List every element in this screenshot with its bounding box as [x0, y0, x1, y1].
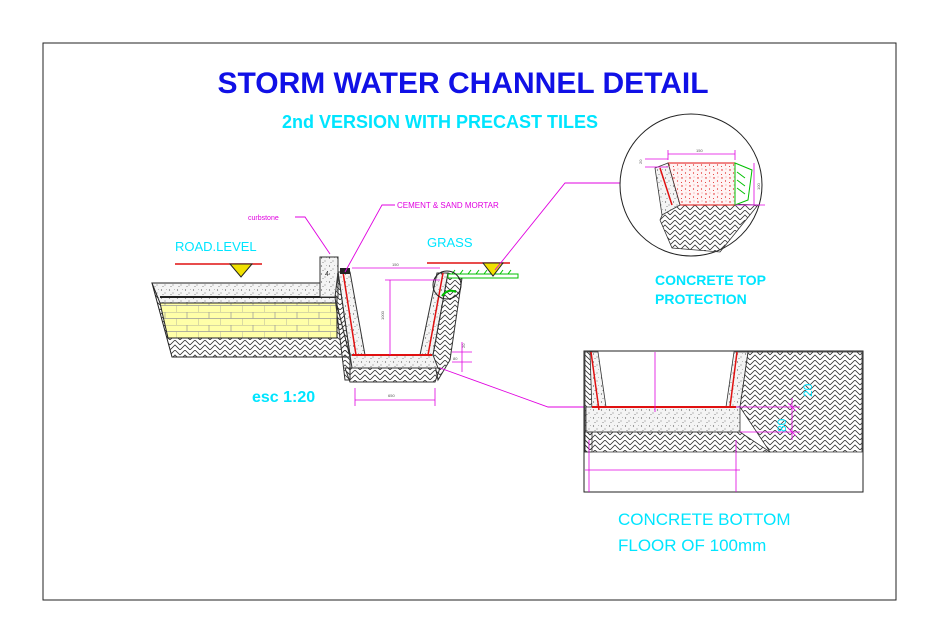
bottom-right-tile — [729, 351, 738, 408]
svg-text:150: 150 — [392, 262, 399, 267]
top-detail-dims — [645, 150, 765, 206]
top-detail-tile — [659, 167, 673, 206]
channel-base — [344, 367, 441, 383]
page-subtitle: 2nd VERSION WITH PRECAST TILES — [282, 112, 598, 132]
top-detail: 150 20 100 CONCRETE TOP PROTECTION — [619, 113, 766, 307]
bottom-detail-dims — [585, 352, 800, 492]
mortar-label: CEMENT & SAND MORTAR — [397, 201, 499, 210]
page-title: STORM WATER CHANNEL DETAIL — [217, 67, 708, 100]
dimension-lines — [352, 267, 472, 406]
dimension-ticks: 150 1000 650 20 80 — [380, 262, 466, 398]
top-detail-hatch — [659, 201, 759, 253]
bottom-floor-base — [584, 431, 772, 453]
svg-text:650: 650 — [388, 393, 395, 398]
top-detail-circle-marker — [432, 270, 462, 300]
curbstone-leader — [295, 216, 331, 255]
right-tile-line — [427, 272, 444, 356]
bottom-detail-title-line1: CONCRETE BOTTOM — [618, 510, 791, 529]
mortar-leader — [344, 204, 395, 273]
left-tile-line — [342, 271, 357, 356]
top-detail-leader — [494, 182, 621, 271]
svg-text:150: 150 — [696, 148, 703, 153]
bottom-floor-concrete — [585, 406, 741, 433]
grass-strip — [447, 273, 519, 279]
bottom-detail: 20 80 CONCRETE BOTTOM FLOOR OF 100mm — [583, 350, 864, 555]
top-detail-title-line1: CONCRETE TOP — [655, 272, 766, 288]
svg-text:1000: 1000 — [380, 310, 385, 320]
curbstone-label: curbstone — [248, 215, 279, 222]
bottom-dim-80: 80 — [775, 418, 789, 432]
bottom-detail-title-line2: FLOOR OF 100mm — [618, 536, 766, 555]
channel-floor — [349, 354, 439, 369]
scale-label: esc 1:20 — [252, 389, 315, 406]
svg-text:80: 80 — [453, 356, 458, 361]
road-base — [151, 282, 338, 304]
bottom-detail-leader — [439, 367, 588, 408]
drawing-frame — [42, 42, 897, 601]
top-detail-title-line2: PROTECTION — [655, 291, 747, 307]
top-detail-dim-text: 150 20 100 — [638, 148, 761, 190]
curb-mark: 4 — [325, 271, 329, 278]
mortar-top — [340, 268, 350, 274]
top-detail-grass-marks — [736, 171, 746, 195]
svg-text:100: 100 — [756, 183, 761, 190]
green-fill-marker — [441, 289, 457, 297]
bottom-left-tile — [590, 351, 600, 411]
bottom-right-hatch — [739, 351, 863, 453]
grass-marks — [451, 269, 512, 275]
bottom-dim-20: 20 — [801, 383, 815, 397]
svg-text:20: 20 — [638, 159, 643, 164]
road-level-triangle — [228, 263, 254, 278]
grass-label: GRASS — [427, 235, 473, 250]
road-tile-layer — [159, 302, 338, 339]
road-level-label: ROAD.LEVEL — [175, 239, 257, 254]
svg-text:20: 20 — [461, 343, 466, 348]
main-section: 4 150 1000 — [151, 201, 519, 406]
